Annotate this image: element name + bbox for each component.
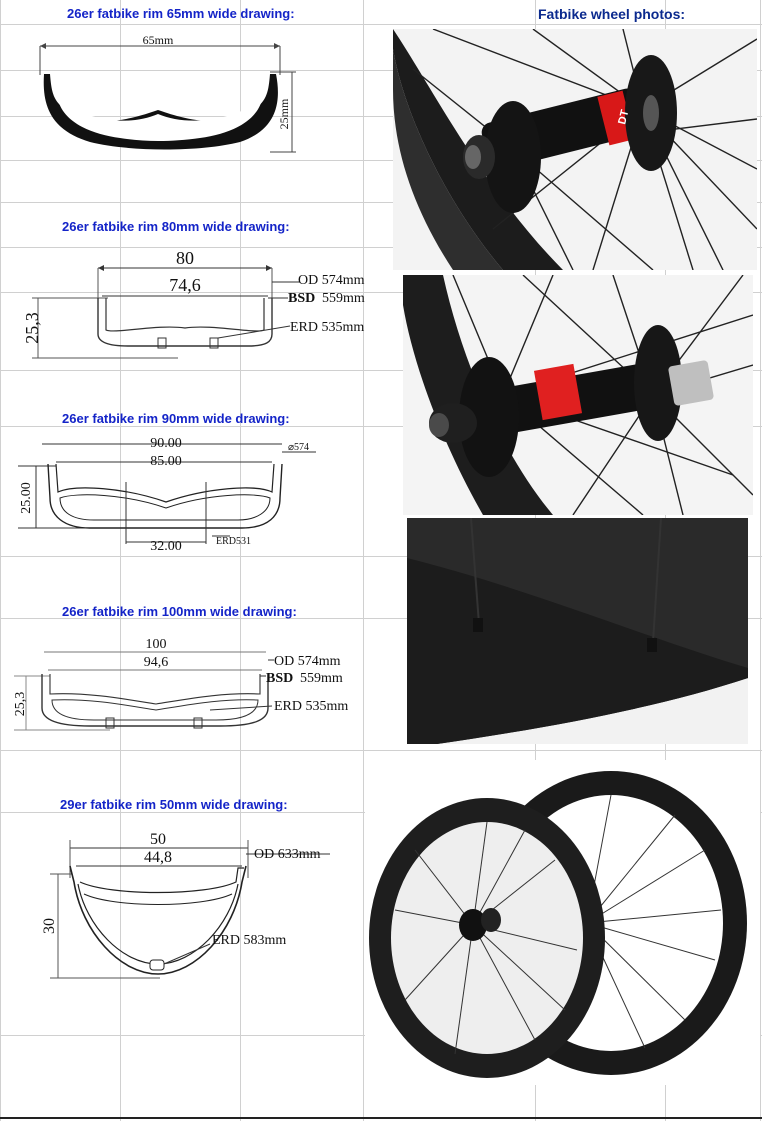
od-label: OD 633mm	[254, 847, 321, 862]
outer-width-label: 80	[176, 248, 194, 268]
height-label: 25,3	[22, 312, 42, 344]
drawing-title-100mm: 26er fatbike rim 100mm wide drawing:	[62, 604, 297, 619]
height-label: 25mm	[277, 98, 291, 129]
bsd-value: 559mm	[300, 671, 343, 686]
hub-closeup-photo-2	[403, 275, 753, 515]
bottom-width-label: 32.00	[150, 539, 182, 554]
erd-label: ERD 535mm	[274, 699, 348, 714]
erd-label: ERD531	[216, 536, 251, 547]
height-label: 30	[41, 918, 58, 934]
inner-width-label: 74,6	[169, 275, 201, 295]
inner-width-label: 85.00	[150, 454, 182, 469]
od-label: OD 574mm	[274, 654, 341, 669]
outer-width-label: 50	[150, 831, 166, 848]
drawing-title-90mm: 26er fatbike rim 90mm wide drawing:	[62, 411, 290, 426]
drawing-title-65mm: 26er fatbike rim 65mm wide drawing:	[67, 6, 295, 21]
photos-heading: Fatbike wheel photos:	[538, 6, 686, 22]
hub-brand-text: DT	[616, 108, 631, 125]
rim-65mm-drawing: 65mm 25mm	[39, 33, 296, 153]
bsd-value: 559mm	[322, 291, 365, 306]
erd-label: ERD 583mm	[212, 933, 286, 948]
outer-width-label: 90.00	[150, 436, 182, 451]
inner-width-label: 44,8	[144, 849, 172, 866]
bsd-key: BSD	[266, 671, 293, 686]
rim-90mm-drawing: 90.00 85.00 25.00 32.00 ⌀574 ERD531	[18, 436, 316, 554]
height-label: 25,3	[13, 692, 28, 717]
height-label: 25.00	[19, 482, 34, 514]
outer-width-label: 100	[146, 637, 167, 652]
od-label: ⌀574	[288, 442, 309, 453]
rim-29er-50mm-drawing: 50 44,8 30 OD 633mm ERD 583mm	[41, 831, 330, 979]
drawing-title-80mm: 26er fatbike rim 80mm wide drawing:	[62, 219, 290, 234]
bsd-key: BSD	[288, 291, 315, 306]
bottom-rule	[0, 1117, 762, 1119]
rim-80mm-drawing: 80 74,6 25,3 OD 574mm BSD 559mm ERD 535m…	[22, 248, 365, 359]
wheel-pair-photo	[365, 760, 760, 1085]
drawing-title-29er-50mm: 29er fatbike rim 50mm wide drawing:	[60, 797, 288, 812]
inner-width-label: 94,6	[144, 655, 169, 670]
hub-closeup-photo-1: DT	[393, 29, 757, 270]
width-label: 65mm	[143, 33, 174, 47]
rim-100mm-drawing: 100 94,6 25,3 OD 574mm BSD 559mm ERD 535…	[13, 637, 348, 731]
od-label: OD 574mm	[298, 273, 365, 288]
rim-closeup-photo	[407, 518, 748, 744]
erd-label: ERD 535mm	[290, 320, 364, 335]
